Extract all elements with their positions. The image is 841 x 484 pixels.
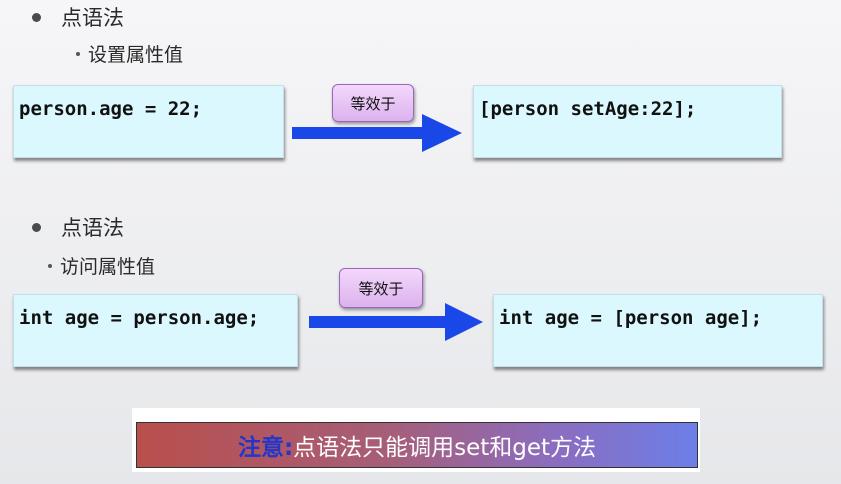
subbullet-marker: [48, 263, 52, 268]
code-box-dot-get: int age = person.age;: [13, 294, 298, 367]
note-label: 注意:: [237, 435, 294, 461]
bullet-marker: [32, 12, 41, 22]
subbullet-set-value: 设置属性值: [76, 40, 183, 67]
bullet-dot-syntax-1: 点语法: [32, 2, 124, 32]
subbullet-text: 设置属性值: [88, 44, 184, 66]
right-arrow-icon: [292, 114, 462, 152]
equivalent-badge-1: 等效于: [332, 84, 414, 122]
bullet-marker: [32, 222, 41, 232]
subbullet-marker: [76, 51, 80, 56]
note-text: 点语法只能调用set和get方法: [293, 435, 597, 461]
subbullet-get-value: 访问属性值: [48, 252, 155, 279]
bullet-dot-syntax-2: 点语法: [32, 212, 124, 242]
code-box-message-get: int age = [person age];: [493, 294, 823, 367]
code-box-message-set: [person setAge:22];: [473, 85, 782, 158]
subbullet-text: 访问属性值: [60, 256, 156, 278]
equivalent-badge-2: 等效于: [339, 268, 423, 308]
bullet-text: 点语法: [61, 6, 124, 30]
note-banner: 注意: 点语法只能调用set和get方法: [136, 422, 698, 468]
code-box-dot-set: person.age = 22;: [13, 85, 284, 158]
bullet-text: 点语法: [61, 216, 124, 240]
right-arrow-icon: [309, 303, 483, 341]
